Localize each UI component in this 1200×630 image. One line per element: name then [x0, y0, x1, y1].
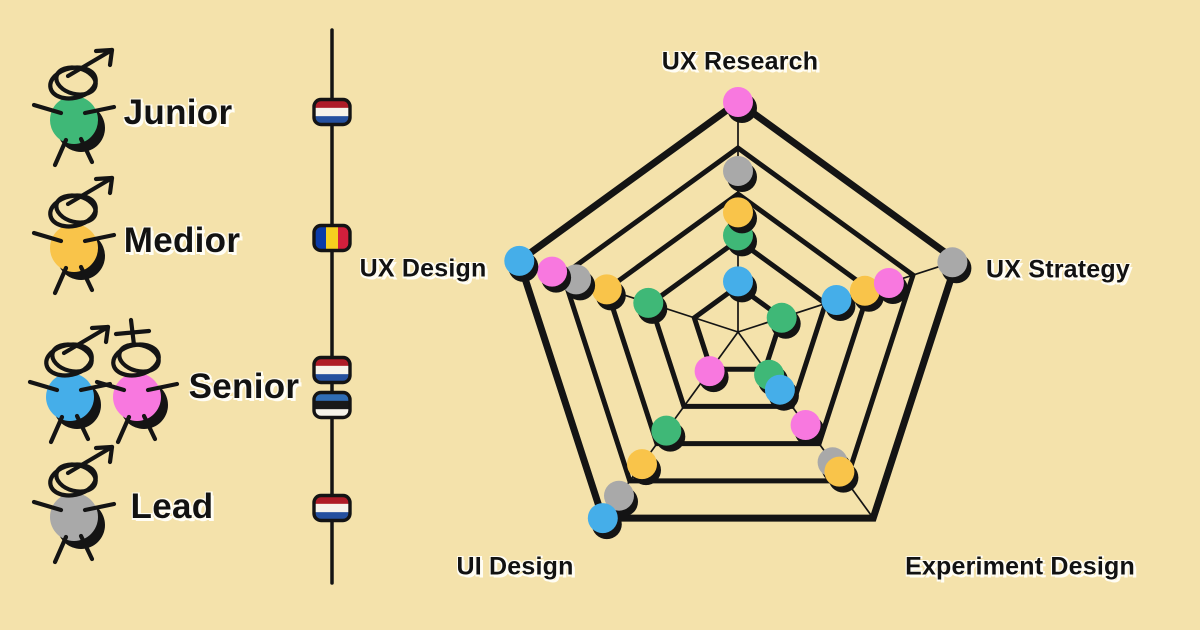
person-lead-gray-icon [31, 444, 117, 565]
radar-grid [515, 97, 961, 522]
radar-dot [537, 256, 568, 287]
radar-dot [723, 156, 753, 186]
radar-dot [754, 359, 785, 390]
radar-dots [504, 87, 972, 540]
radar-spoke-2 [737, 331, 874, 519]
radar-dot [561, 264, 592, 295]
person-senior-blue-icon [27, 324, 113, 445]
radar-dot [723, 87, 753, 117]
radar-spoke-4 [519, 260, 739, 333]
radar-dot [766, 302, 797, 333]
legend-label-lead: Lead [130, 487, 214, 526]
radar-dot [824, 456, 855, 487]
axis-label-experiment-design: Experiment Design [905, 552, 1135, 581]
flag-estonia-icon [312, 390, 352, 420]
radar-dot [849, 275, 880, 306]
radar-dot [723, 197, 753, 228]
radar-dot [604, 480, 634, 511]
legend-label-junior: Junior [123, 93, 233, 132]
radar-dot [873, 268, 904, 298]
radar-dot [651, 415, 682, 446]
radar-dot [790, 410, 821, 440]
person-senior-pink-icon [94, 317, 180, 445]
flag-romania-icon [312, 223, 352, 253]
axis-label-ui-design: UI Design [456, 552, 574, 581]
person-junior-green-icon [31, 47, 117, 168]
person-medior-yellow-icon [31, 175, 117, 296]
axis-label-ux-research: UX Research [661, 47, 819, 76]
radar-dot [821, 285, 852, 315]
radar-dot [633, 287, 664, 318]
radar-dot [937, 247, 968, 278]
radar-spoke-1 [737, 260, 957, 333]
axis-label-ux-strategy: UX Strategy [986, 255, 1130, 284]
radar-dot [504, 245, 535, 276]
radar-dot [587, 503, 618, 534]
legend-label-senior: Senior [188, 367, 300, 406]
radar-spoke-3 [602, 331, 739, 519]
flag-netherlands-icon [312, 493, 352, 523]
axis-label-ux-design: UX Design [359, 254, 487, 283]
radar-dot [694, 356, 725, 387]
radar-dot [723, 220, 753, 251]
radar-dot [723, 266, 753, 297]
radar-dot [627, 449, 657, 480]
flag-netherlands-icon [312, 97, 352, 127]
radar-dot [817, 447, 848, 478]
radar-dot [591, 274, 622, 305]
flag-netherlands-icon [312, 355, 352, 385]
radar-dot [764, 374, 795, 405]
legend-label-medior: Medior [123, 221, 241, 260]
